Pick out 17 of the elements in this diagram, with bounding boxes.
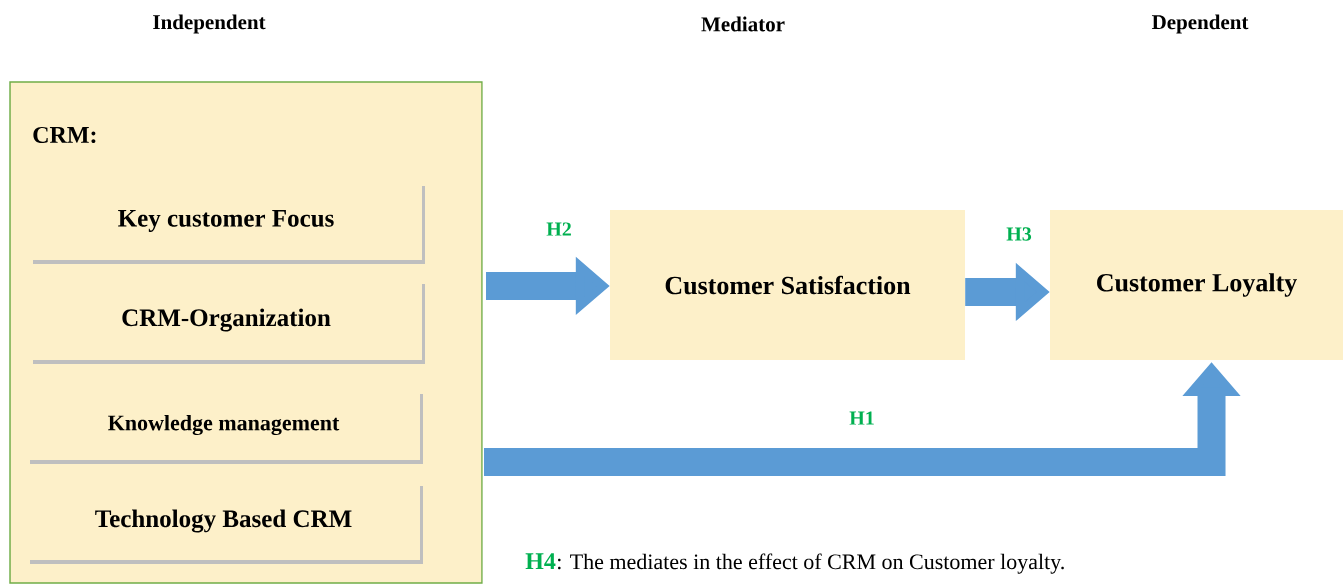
edge-label: H3 [1006,227,1032,241]
hypothesis-label: H4 [525,553,556,569]
column-heading: Independent [153,14,266,34]
group-heading: CRM: [33,126,96,144]
factor-box: Technology Based CRM [27,482,423,564]
factor-box: CRM-Organization [30,280,425,364]
node-label: Key customer Focus [118,210,334,232]
hypothesis-note: : The mediates in the effect of CRM on Customer loyalty. [558,553,1064,574]
column-heading: Dependent [1151,14,1249,34]
variable-box: Customer Satisfaction [610,210,965,360]
edge-label: H1 [849,411,874,425]
factor-box: Key customer Focus [30,182,425,264]
variable-box: Customer Loyalty [1050,210,1343,360]
factor-box: Knowledge management [27,390,423,464]
edge-label: H2 [546,222,571,236]
node-label: CRM-Organization [122,308,331,332]
column-heading: Mediator [701,16,785,32]
